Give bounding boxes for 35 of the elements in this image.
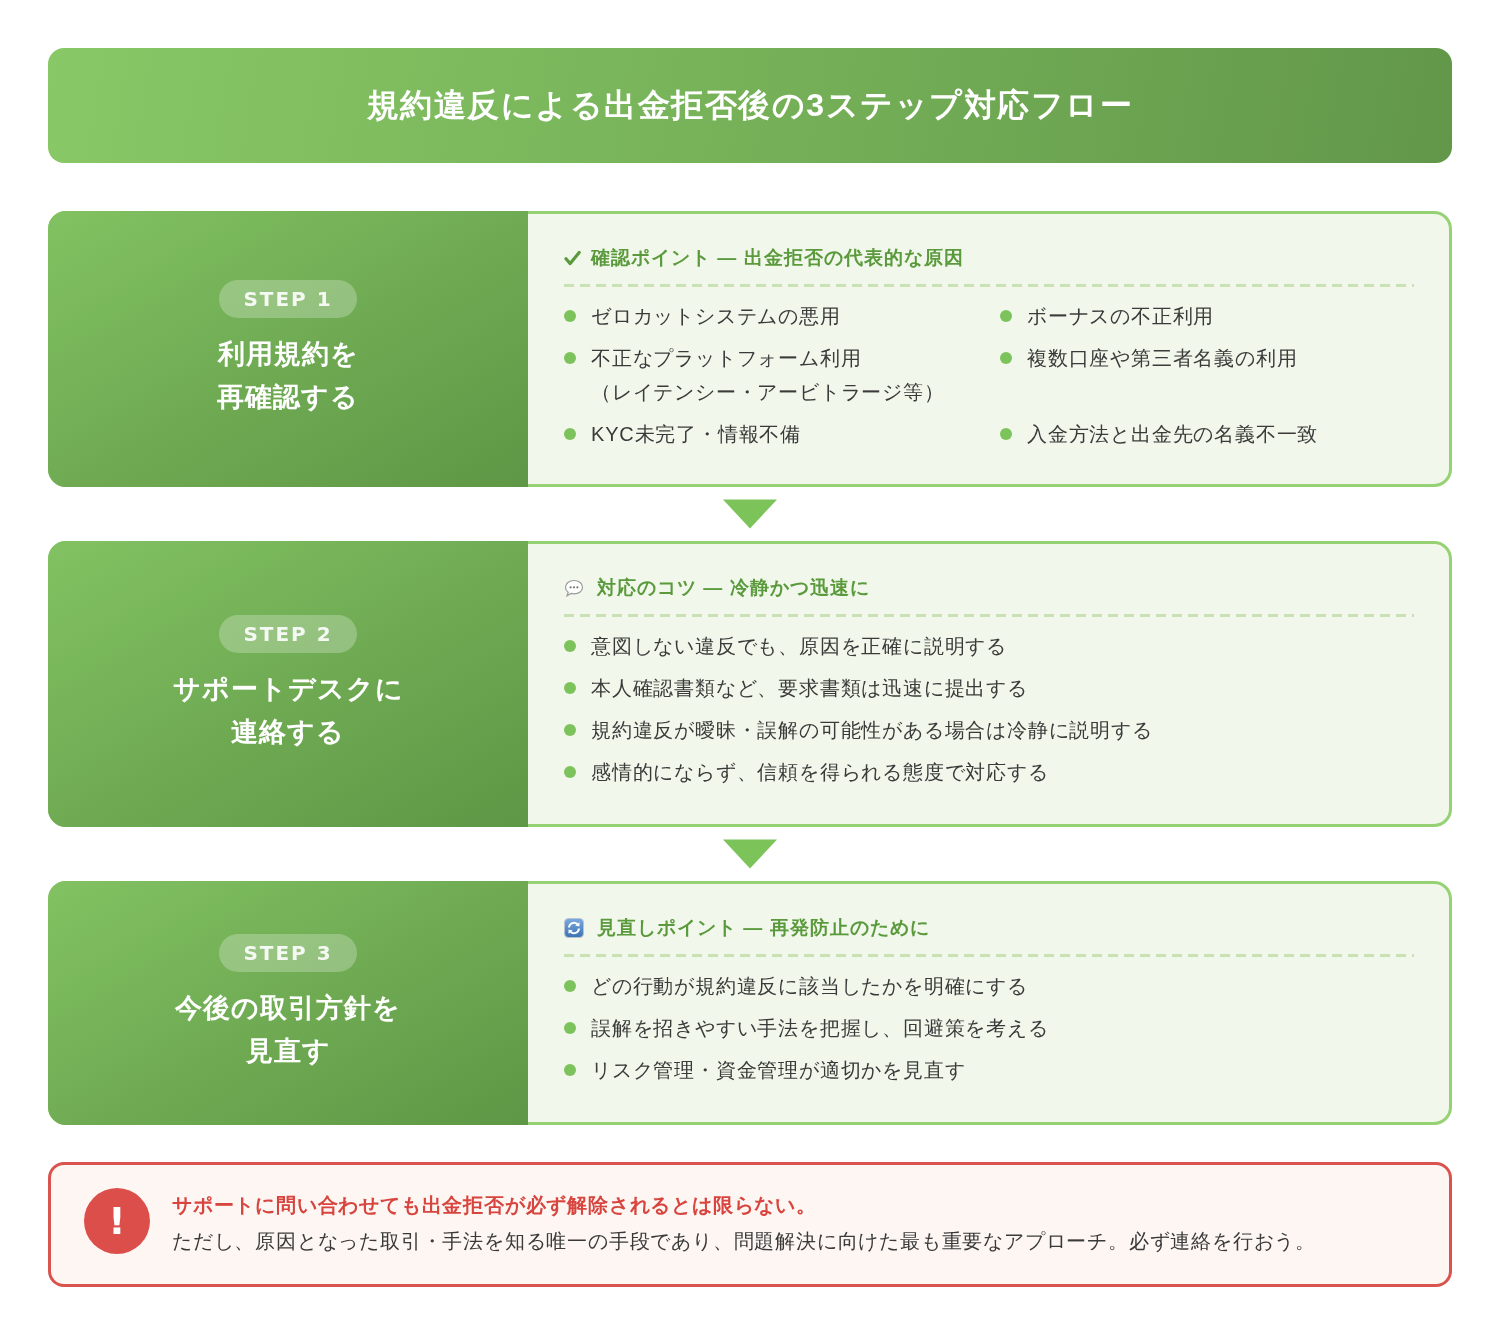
arrow bbox=[723, 499, 777, 529]
step-pill: STEP 2 bbox=[219, 614, 357, 653]
section-heading: 確認ポイント — 出金拒否の代表的な原因 bbox=[591, 246, 964, 270]
note-text: ただし、原因となった取引・手法を知る唯一の手段であり、問題解決に向けた最も重要なアプローチ。必ず連絡を行おう。 bbox=[172, 1229, 1316, 1254]
list-item: 誤解を招きやすい手法を把握し、回避策を考える bbox=[591, 1016, 1049, 1041]
step-panel bbox=[48, 211, 528, 487]
arrow bbox=[723, 839, 777, 869]
step-card bbox=[48, 541, 1452, 827]
section-heading: 見直しポイント — 再発防止のために bbox=[597, 916, 930, 940]
list-item: 不正なプラットフォーム利用（レイテンシー・アービトラージ等） bbox=[591, 346, 945, 405]
list-item: 意図しない違反でも、原因を正確に説明する bbox=[591, 634, 1007, 659]
list-item: どの行動が規約違反に該当したかを明確にする bbox=[591, 974, 1028, 999]
step-pill: STEP 1 bbox=[219, 279, 357, 318]
list-item: リスク管理・資金管理が適切かを見直す bbox=[591, 1058, 966, 1083]
step-pill: STEP 3 bbox=[219, 933, 357, 972]
list-item: ゼロカットシステムの悪用 bbox=[591, 304, 841, 329]
list-item: 入金方法と出金先の名義不一致 bbox=[1027, 422, 1319, 447]
step-title: サポートデスクに連絡する bbox=[171, 672, 405, 749]
list-item: KYC未完了・情報不備 bbox=[591, 422, 801, 447]
list-item: ボーナスの不正利用 bbox=[1027, 304, 1215, 329]
list-item: 感情的にならず、信頼を得られる態度で対応する bbox=[591, 760, 1049, 785]
warning-box bbox=[48, 1162, 1452, 1287]
list-item: 規約違反が曖昧・誤解の可能性がある場合は冷静に説明する bbox=[591, 718, 1153, 743]
title-banner: 規約違反による出金拒否後の3ステップ対応フロー bbox=[48, 48, 1452, 163]
warning-text: サポートに問い合わせても出金拒否が必ず解除されるとは限らない。 bbox=[172, 1193, 818, 1219]
step-panel bbox=[48, 541, 528, 827]
step-title: 今後の取引方針を見直す bbox=[174, 991, 402, 1068]
list-item: 複数口座や第三者名義の利用 bbox=[1027, 346, 1298, 371]
step-title: 利用規約を再確認する bbox=[216, 337, 360, 414]
step-card bbox=[48, 881, 1452, 1125]
exclamation-circle: ! bbox=[84, 1188, 150, 1254]
section-heading: 対応のコツ — 冷静かつ迅速に bbox=[597, 576, 870, 600]
step-panel bbox=[48, 881, 528, 1125]
list-item: 本人確認書類など、要求書類は迅速に提出する bbox=[591, 676, 1028, 701]
step-card bbox=[48, 211, 1452, 487]
